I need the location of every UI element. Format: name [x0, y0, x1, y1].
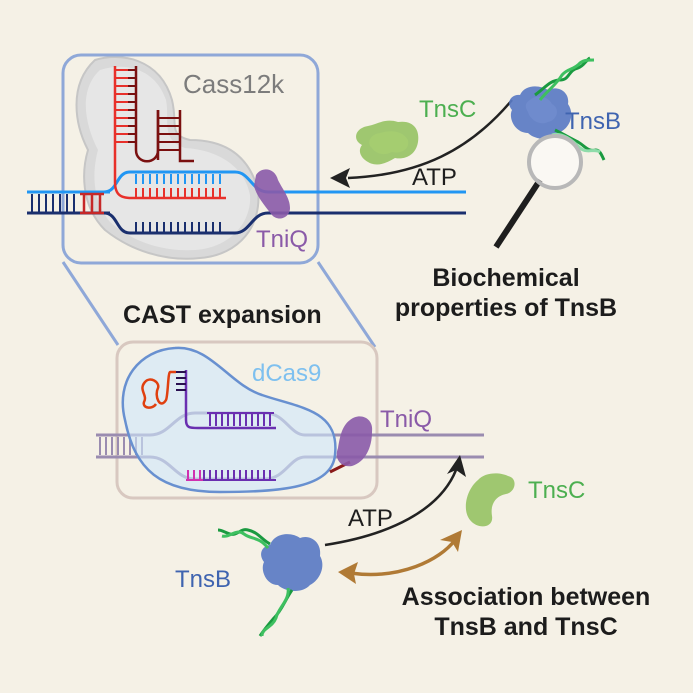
guide-rna: [113, 66, 226, 200]
tniq-protein-top: [254, 169, 290, 219]
tnsc-protein-top: [356, 120, 419, 165]
dcas9-protein: [121, 346, 337, 494]
tniq-label-bottom: TniQ: [380, 406, 433, 433]
bottom-zoom-box: [115, 340, 379, 500]
atp-arrow-bottom: [324, 455, 466, 547]
cas12k-protein: [75, 56, 260, 260]
cas12k-label: Cass12k: [183, 69, 285, 99]
tnsb-label-top: TnsB: [565, 108, 622, 135]
tniq-label-top: TniQ: [256, 226, 309, 253]
dcas9-label: dCas9: [252, 360, 322, 387]
zoom-connector-right: [316, 261, 377, 348]
caption-biochemical-line2: properties of TnsB: [394, 294, 618, 322]
atp-arrow-top: [330, 99, 513, 188]
sgrna-bottom: [141, 370, 276, 481]
association-arrow: [338, 530, 462, 584]
zoom-connector-left: [61, 261, 120, 346]
tnsc-protein-bottom: [465, 473, 515, 527]
top-zoom-box: [61, 53, 320, 265]
cast-expansion-title: CAST expansion: [123, 301, 322, 329]
tnsc-label-bottom: TnsC: [528, 477, 586, 504]
tnsb-protein-top: [509, 86, 572, 139]
tnsc-label-top: TnsC: [419, 96, 477, 123]
caption-association-line2: TnsB and TnsC: [434, 613, 618, 641]
caption-association: Association between TnsB and TnsC: [385, 582, 667, 642]
atp-label-top: ATP: [412, 164, 457, 191]
tniq-protein-bottom: [329, 416, 373, 474]
magnifying-glass-icon: [493, 134, 583, 249]
caption-association-line1: Association between: [401, 583, 651, 611]
atp-label-bottom: ATP: [348, 505, 393, 532]
tnsb-label-bottom: TnsB: [175, 566, 232, 593]
dna-helix-bottom: [217, 528, 294, 637]
caption-biochemical: Biochemical properties of TnsB: [388, 263, 624, 323]
caption-biochemical-line1: Biochemical: [432, 264, 580, 292]
tnsb-protein-bottom: [261, 534, 323, 592]
